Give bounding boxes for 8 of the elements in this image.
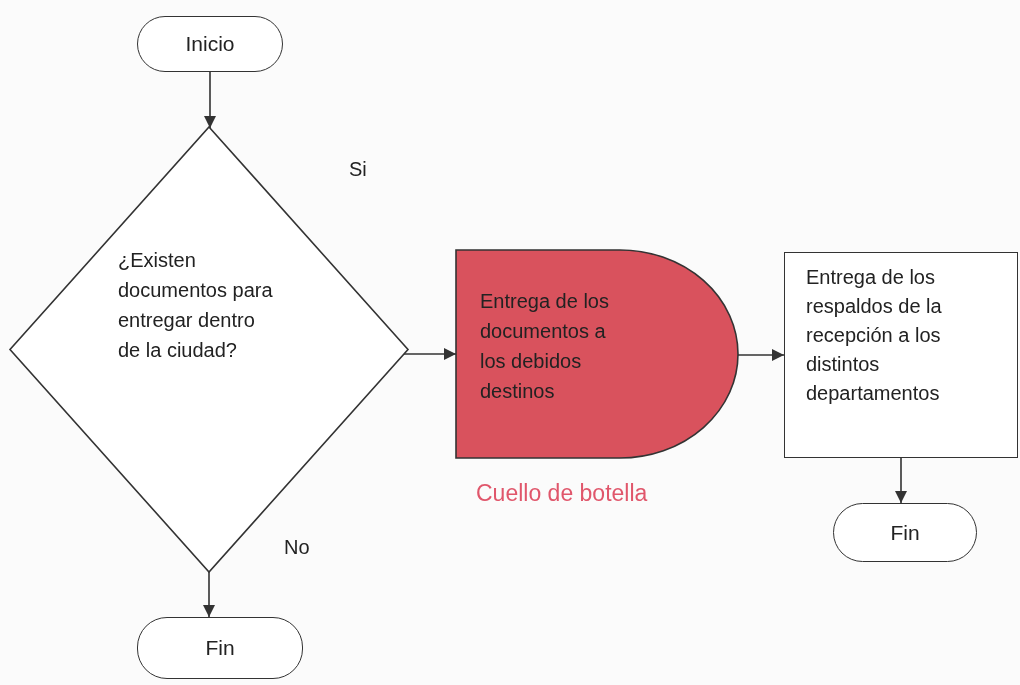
node-text: Entrega de los documentos a los debidos destinos bbox=[480, 289, 610, 404]
node-text: ¿Existen documentos para entregar dentro de la ciudad? bbox=[118, 248, 274, 363]
node-caption: Cuello de botella bbox=[476, 480, 648, 507]
arrow bbox=[203, 571, 215, 618]
arrow bbox=[895, 457, 907, 504]
arrow bbox=[737, 349, 785, 361]
arrow bbox=[204, 71, 216, 129]
process-box: Entrega de los respaldos de la recepción a los distintos departamentos bbox=[784, 252, 1018, 458]
